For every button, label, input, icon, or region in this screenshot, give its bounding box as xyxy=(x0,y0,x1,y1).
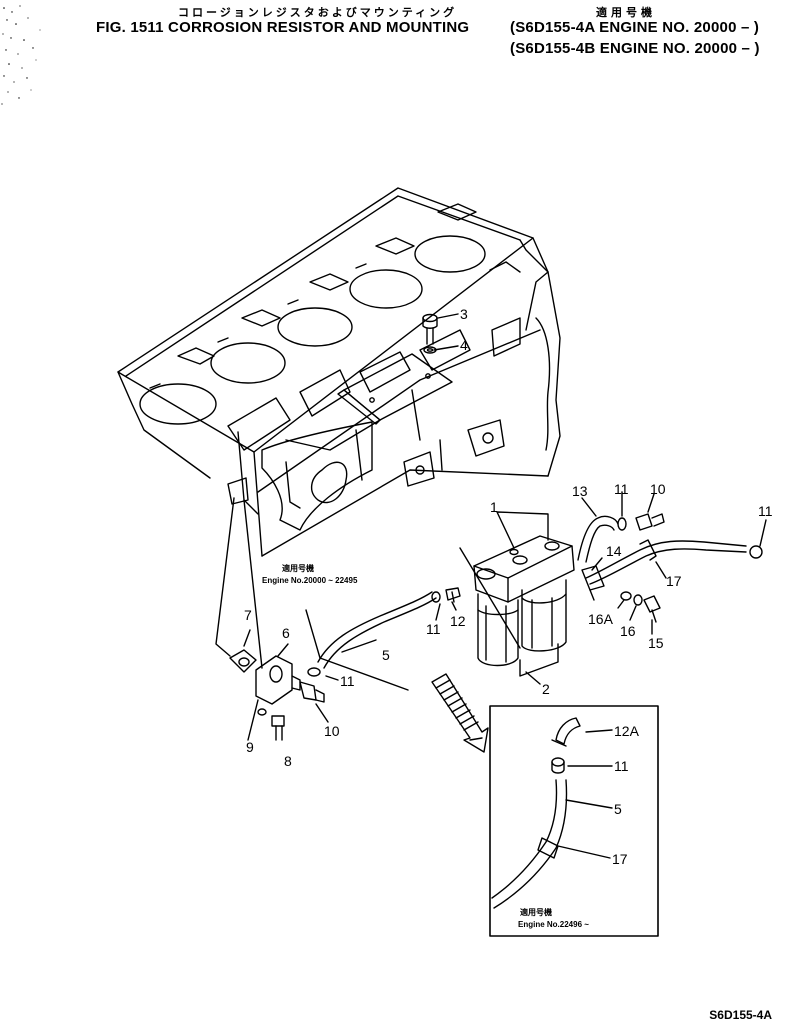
plug-10-upper xyxy=(635,513,665,531)
inset-frame xyxy=(489,705,659,937)
connector-6 xyxy=(255,655,301,705)
filter-cartridge-right xyxy=(521,579,567,652)
callout-13: 13 xyxy=(572,483,588,499)
note-main-jp: 適用号機 xyxy=(282,563,314,573)
washer-9 xyxy=(257,708,267,716)
cylinder-bore-5 xyxy=(414,235,486,273)
inset-pipe-5 xyxy=(491,779,568,909)
bolt-3 xyxy=(422,313,438,345)
pipe-5 xyxy=(317,591,437,669)
model-line-2: (S6D155-4B ENGINE NO. 20000 – ) xyxy=(510,40,760,57)
inset-callout-11: 11 xyxy=(614,758,629,774)
plug-10-lower xyxy=(299,681,325,703)
drawing-code: S6D155-4A xyxy=(709,1008,772,1022)
gasket-11-right xyxy=(749,545,763,559)
callout-11-right: 11 xyxy=(758,503,773,519)
inset-callout-12a: 12A xyxy=(614,723,640,739)
figure-title: FIG. 1511 CORROSION RESISTOR AND MOUNTIN… xyxy=(96,19,470,36)
elbow-12 xyxy=(445,587,461,603)
inset-elbow-12a xyxy=(551,717,581,747)
mounting-bracket xyxy=(343,353,453,421)
callout-4: 4 xyxy=(460,337,468,353)
callout-1: 1 xyxy=(490,499,498,515)
callout-7: 7 xyxy=(244,607,252,623)
detail-arrow xyxy=(431,673,489,753)
filter-cartridge-left xyxy=(477,593,519,667)
callout-16: 16 xyxy=(620,623,636,639)
shield-plate xyxy=(261,421,373,531)
callout-2: 2 xyxy=(542,681,550,697)
callout-10-lower: 10 xyxy=(324,723,340,739)
callout-9: 9 xyxy=(246,739,254,755)
resistor-head xyxy=(473,535,575,603)
callout-11-lower: 11 xyxy=(340,673,355,689)
title-japanese: コロージョンレジスタおよびマウンティング xyxy=(178,7,458,19)
washer-16 xyxy=(633,594,643,606)
callout-11-upper: 11 xyxy=(614,481,629,497)
callout-6: 6 xyxy=(282,625,290,641)
gasket-7 xyxy=(229,649,257,673)
callout-8: 8 xyxy=(284,753,292,769)
gasket-11-upper xyxy=(617,517,627,531)
inset-callout-17: 17 xyxy=(612,851,628,867)
pipe-17 xyxy=(585,539,747,585)
cylinder-bore-3 xyxy=(277,307,353,347)
callout-10-upper: 10 xyxy=(650,481,666,497)
bolt-8 xyxy=(271,715,285,741)
note-inset-jp: 適用号機 xyxy=(520,907,552,917)
callout-12: 12 xyxy=(450,613,466,629)
cylinder-bore-2 xyxy=(210,342,286,384)
model-line-1: (S6D155-4A ENGINE NO. 20000 – ) xyxy=(510,19,760,36)
callout-11-resistor: 11 xyxy=(426,621,441,637)
callout-14: 14 xyxy=(606,543,622,559)
engine-block xyxy=(117,187,561,557)
bolt-15 xyxy=(643,595,661,623)
inset-callout-5: 5 xyxy=(614,801,622,817)
cylinder-bore-1 xyxy=(139,383,217,425)
pipe-13 xyxy=(577,515,619,563)
cylinder-bore-4 xyxy=(349,269,423,309)
corrosion-resistor xyxy=(473,535,575,677)
scan-noise xyxy=(1,5,41,105)
bracket-14 xyxy=(581,565,605,601)
washer-16a xyxy=(620,591,632,601)
callout-16a: 16A xyxy=(588,611,614,627)
callout-5: 5 xyxy=(382,647,390,663)
callout-15: 15 xyxy=(648,635,664,651)
gasket-11-lower xyxy=(307,667,321,677)
callout-17: 17 xyxy=(666,573,682,589)
inset-gasket-11 xyxy=(551,757,565,774)
applicability-japanese: 適用号機 xyxy=(596,7,656,19)
gasket-11 xyxy=(431,591,441,603)
note-inset-en: Engine No.22496 ~ xyxy=(518,920,589,929)
note-main-en: Engine No.20000 ~ 22495 xyxy=(262,576,358,585)
callout-3: 3 xyxy=(460,306,468,322)
